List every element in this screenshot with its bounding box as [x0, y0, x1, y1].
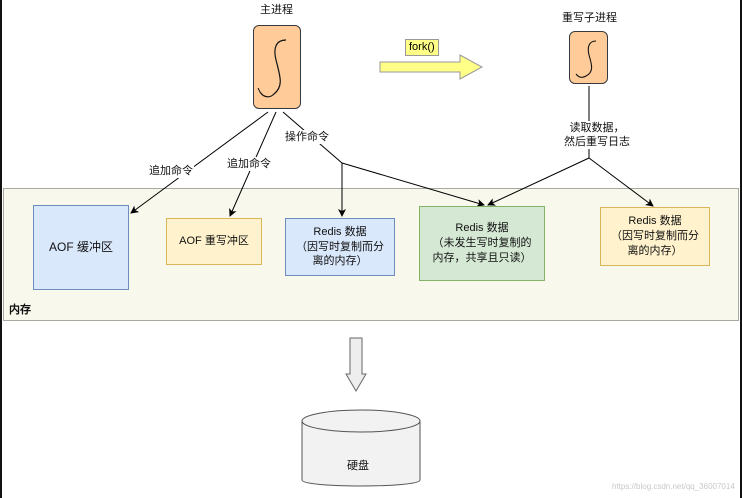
left-border: [0, 0, 2, 498]
redis-main-line2: （因写时复制而分: [296, 240, 384, 253]
edge-read-to-redis-child: [588, 157, 654, 207]
redis-shared-line3: 内存，共享且只读）: [432, 251, 532, 264]
redis-child-line2: （因写时复制而分: [611, 230, 699, 243]
fork-label: fork(): [405, 39, 439, 56]
edge-main-to-aof-buffer: [130, 111, 269, 214]
aof-rewrite-buffer-box: AOF 重写冲区: [166, 218, 262, 265]
down-arrow-icon: [345, 337, 367, 392]
edge-label-read-rewrite: 读取数据， 然后重写日志: [563, 121, 631, 149]
edge-op-to-redis-shared: [341, 162, 485, 207]
edge-label-append-1: 追加命令: [148, 164, 194, 178]
watermark: https://blog.csdn.net/qq_36007014: [612, 482, 735, 491]
edge-label-read-line1: 读取数据，: [569, 122, 625, 134]
aof-buffer-box: AOF 缓冲区: [33, 205, 129, 290]
redis-main-line1: Redis 数据: [313, 225, 367, 238]
redis-child-line3: 离的内存）: [627, 244, 683, 257]
redis-child-line1: Redis 数据: [628, 215, 682, 228]
edge-label-append-2: 追加命令: [226, 157, 272, 171]
redis-shared-line2: （未发生写时复制的: [432, 237, 532, 250]
main-process-node: [253, 25, 301, 109]
right-border: [740, 0, 742, 498]
aof-rewrite-buffer-label: AOF 重写冲区: [179, 235, 249, 248]
redis-main-line3: 离的内存）: [312, 255, 368, 268]
main-process-title: 主进程: [260, 4, 293, 16]
redis-shared-line1: Redis 数据: [455, 222, 509, 235]
script-s-icon: [257, 39, 287, 98]
edge-label-read-line2: 然后重写日志: [564, 136, 630, 148]
rewrite-child-node: [569, 31, 608, 84]
redis-data-main-box: Redis 数据 （因写时复制而分 离的内存）: [285, 218, 395, 276]
script-s-icon: [575, 40, 597, 78]
edge-label-operate: 操作命令: [284, 130, 330, 144]
right-arrow-icon: [379, 54, 484, 80]
rewrite-child-title: 重写子进程: [562, 12, 617, 24]
aof-buffer-label: AOF 缓冲区: [48, 240, 113, 255]
redis-data-child-box: Redis 数据 （因写时复制而分 离的内存）: [600, 207, 710, 266]
edge-read-to-redis-shared: [487, 157, 590, 206]
disk-label: 硬盘: [347, 460, 369, 472]
cylinder-disk-icon: [301, 409, 421, 487]
redis-data-shared-box: Redis 数据 （未发生写时复制的 内存，共享且只读）: [419, 206, 545, 281]
memory-label: 内存: [9, 304, 31, 316]
